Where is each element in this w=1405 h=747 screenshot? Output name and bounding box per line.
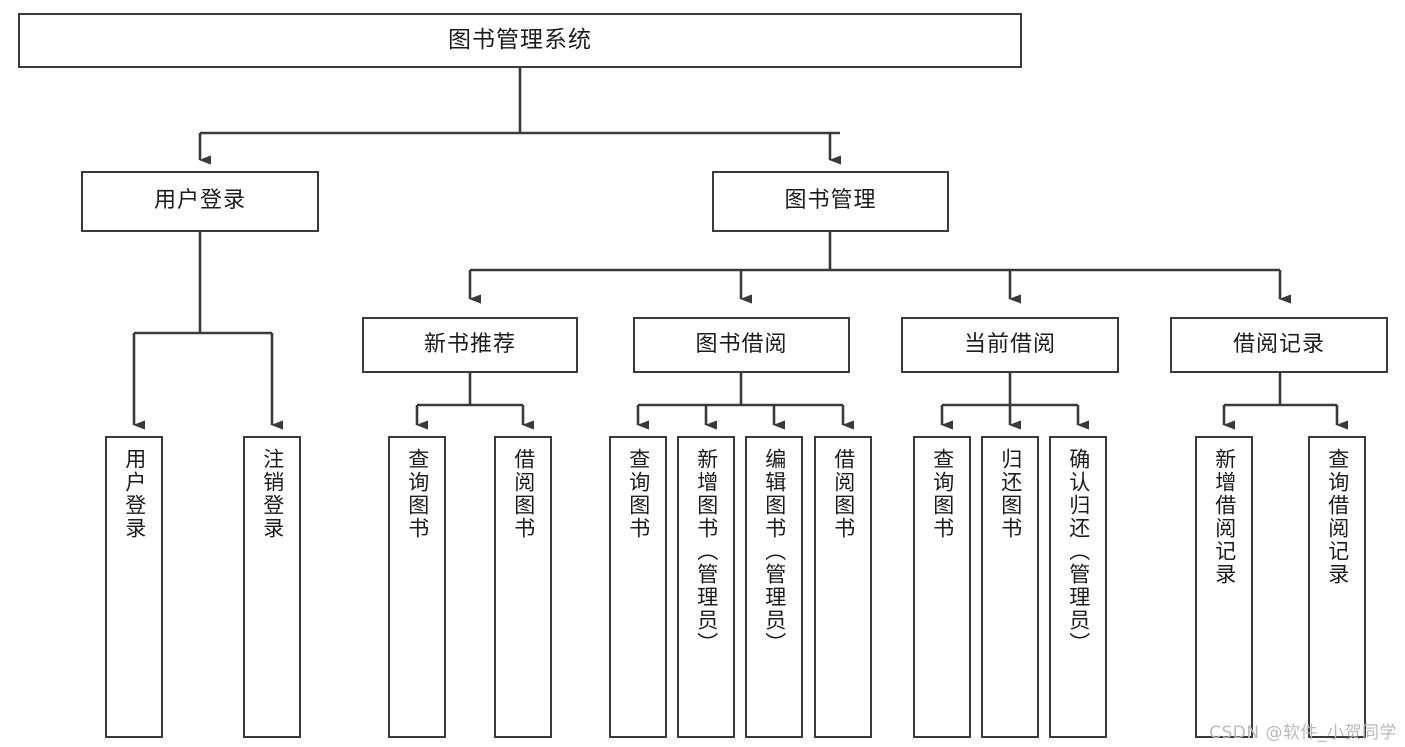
leaf-label: 查询图书	[930, 448, 955, 540]
node-label: 用户登录	[153, 188, 246, 214]
leaf-current-confirm-return-admin[interactable]: 确认归还（管理员）	[1049, 436, 1107, 738]
node-label: 图书管理系统	[448, 26, 592, 53]
node-label: 借阅记录	[1232, 331, 1325, 357]
leaf-record-query-record[interactable]: 查询借阅记录	[1308, 436, 1366, 738]
leaf-current-query-book[interactable]: 查询图书	[913, 436, 971, 738]
node-borrow-record[interactable]: 借阅记录	[1170, 317, 1388, 373]
leaf-new-book-borrow[interactable]: 借阅图书	[494, 436, 552, 738]
node-book-management[interactable]: 图书管理	[712, 171, 949, 232]
leaf-user-login-signin[interactable]: 用户登录	[105, 436, 163, 738]
leaf-label: 注销登录	[260, 448, 285, 540]
node-label: 新书推荐	[423, 331, 516, 357]
node-label: 图书借阅	[695, 331, 788, 357]
leaf-label: 查询图书	[626, 448, 651, 540]
node-user-login[interactable]: 用户登录	[81, 171, 319, 232]
leaf-label: 借阅图书	[511, 448, 536, 540]
leaf-label: 借阅图书	[831, 448, 856, 540]
node-new-book-recommend[interactable]: 新书推荐	[362, 317, 578, 373]
leaf-borrow-borrow-book[interactable]: 借阅图书	[814, 436, 872, 738]
node-root-system[interactable]: 图书管理系统	[18, 13, 1022, 68]
leaf-label: 编辑图书（管理员）	[762, 448, 787, 655]
leaf-label: 用户登录	[122, 448, 147, 540]
node-current-borrow[interactable]: 当前借阅	[901, 317, 1119, 373]
leaf-label: 查询图书	[405, 448, 430, 540]
leaf-label: 确认归还（管理员）	[1066, 448, 1091, 655]
leaf-borrow-edit-book-admin[interactable]: 编辑图书（管理员）	[745, 436, 803, 738]
leaf-new-book-query[interactable]: 查询图书	[388, 436, 446, 738]
leaf-current-return-book[interactable]: 归还图书	[981, 436, 1039, 738]
node-label: 当前借阅	[963, 331, 1056, 357]
csdn-watermark: CSDN @软件_小贺同学	[1209, 723, 1397, 743]
leaf-record-add-record[interactable]: 新增借阅记录	[1195, 436, 1253, 738]
leaf-user-login-signout[interactable]: 注销登录	[243, 436, 301, 738]
leaf-label: 新增借阅记录	[1212, 448, 1237, 586]
leaf-label: 新增图书（管理员）	[694, 448, 719, 655]
leaf-label: 归还图书	[998, 448, 1023, 540]
leaf-borrow-add-book-admin[interactable]: 新增图书（管理员）	[677, 436, 735, 738]
leaf-label: 查询借阅记录	[1325, 448, 1350, 586]
leaf-borrow-query-book[interactable]: 查询图书	[609, 436, 667, 738]
node-label: 图书管理	[784, 188, 877, 214]
node-book-borrow[interactable]: 图书借阅	[633, 317, 850, 373]
